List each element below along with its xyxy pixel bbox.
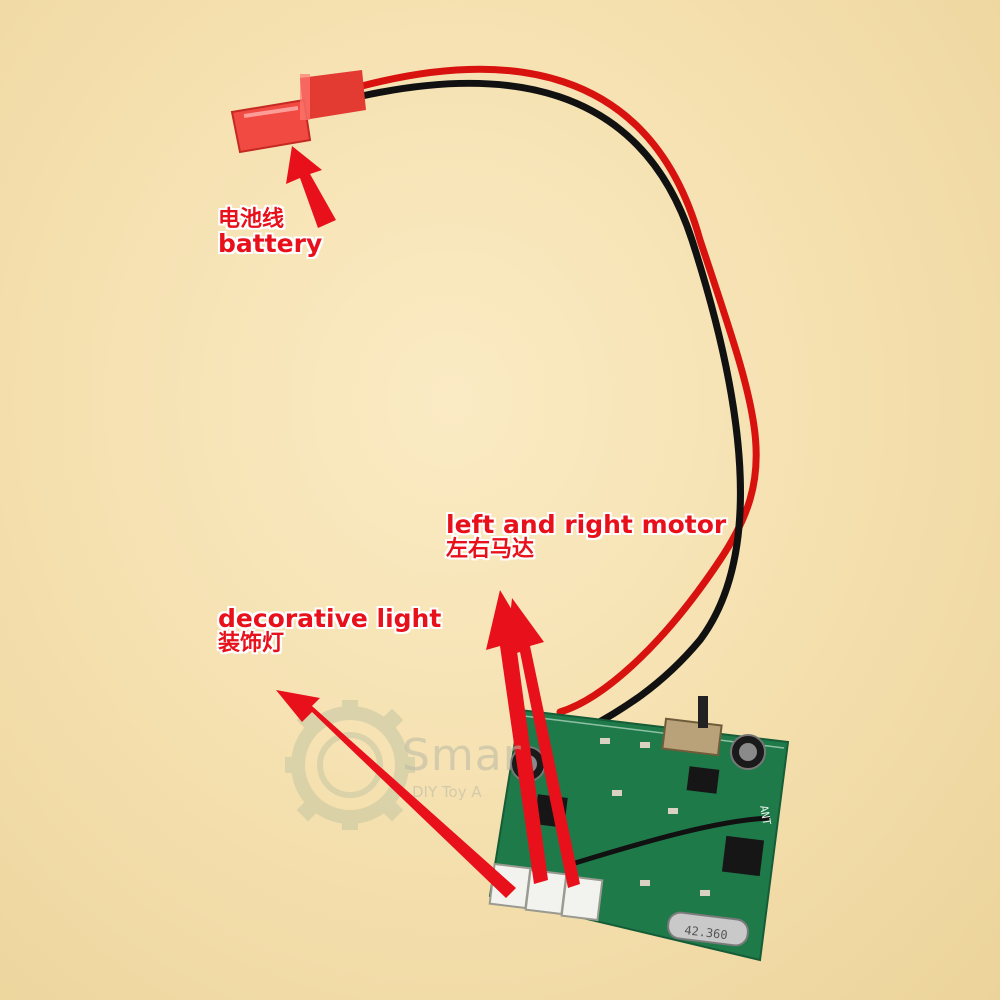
label-battery: 电池线 battery <box>218 208 322 257</box>
watermark-tagline: DIY Toy A <box>412 783 482 801</box>
watermark-brand: Smar <box>402 730 522 781</box>
arrow-icons <box>276 146 580 898</box>
label-battery-cn: 电池线 <box>218 207 285 232</box>
arrow-battery-icon <box>286 146 336 228</box>
arrow-motor-right-icon <box>506 598 580 888</box>
label-motor: left and right motor 左右马达 <box>446 510 727 563</box>
label-light-cn: 装饰灯 <box>218 631 285 657</box>
label-motor-en: left and right motor <box>446 510 727 539</box>
battery-connector <box>230 70 366 154</box>
label-battery-en: battery <box>218 229 323 259</box>
watermark-gear-icon <box>285 700 415 830</box>
ant-silkscreen: ANT <box>757 804 773 826</box>
arrow-light-icon <box>276 690 516 898</box>
label-motor-cn: 左右马达 <box>446 537 535 563</box>
label-light-en: decorative light <box>218 604 442 633</box>
crystal-marking: 42.360 <box>684 923 729 942</box>
label-light: decorative light 装饰灯 <box>218 604 442 657</box>
battery-wire-pair <box>358 65 760 744</box>
arrow-motor-left-icon <box>486 590 548 884</box>
